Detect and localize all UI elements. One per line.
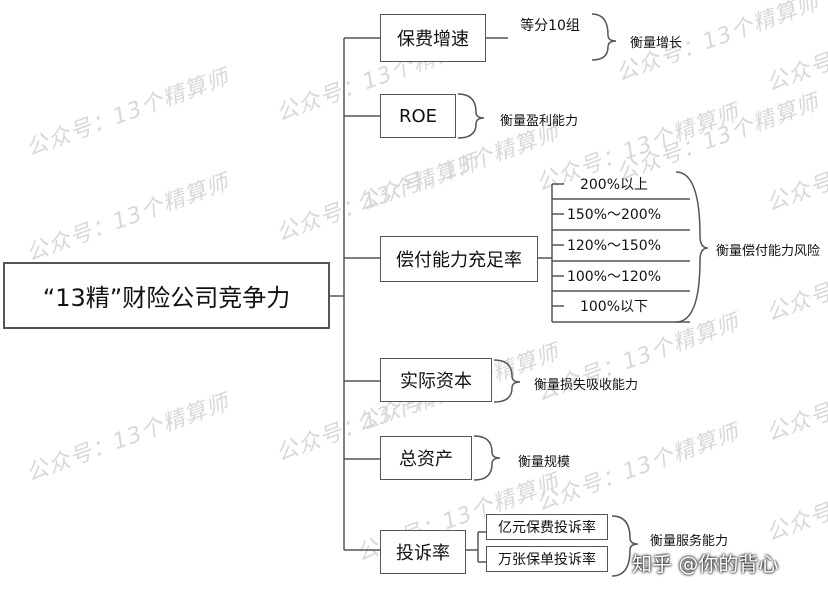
complaint-per-10k-policies: 万张保单投诉率 xyxy=(486,546,608,572)
roe-note: 衡量盈利能力 xyxy=(500,114,579,129)
solvency-note: 衡量偿付能力风险 xyxy=(716,244,821,259)
complaint-note: 衡量服务能力 xyxy=(650,534,729,549)
node-roe: ROE xyxy=(380,94,456,138)
premium-note: 衡量增长 xyxy=(630,36,683,51)
actual-capital-note: 衡量损失吸收能力 xyxy=(534,378,639,393)
complaint-per-billion-premium: 亿元保费投诉率 xyxy=(486,514,608,540)
total-assets-note: 衡量规模 xyxy=(518,455,571,470)
solvency-band-150-200: 150%～200% xyxy=(566,207,662,223)
complaint-brace xyxy=(611,515,639,577)
assets-brace xyxy=(473,435,501,481)
node-solvency-ratio: 偿付能力充足率 xyxy=(380,236,538,282)
premium-brace xyxy=(591,13,617,61)
solvency-brace xyxy=(675,171,709,323)
solvency-band-120-150: 120%～150% xyxy=(566,238,662,254)
source-credit: 知乎 @你的背心 xyxy=(632,552,779,576)
premium-sub-label: 等分10组 xyxy=(520,18,580,34)
roe-brace xyxy=(457,93,485,139)
node-total-assets: 总资产 xyxy=(380,436,472,480)
solvency-band-100-120: 100%～120% xyxy=(566,269,662,285)
node-premium-growth: 保费增速 xyxy=(380,14,486,62)
solvency-band-200-plus: 200%以上 xyxy=(579,177,649,193)
node-actual-capital: 实际资本 xyxy=(380,358,492,402)
root-node: “13精”财险公司竞争力 xyxy=(3,262,330,329)
solvency-band-below-100: 100%以下 xyxy=(579,299,649,315)
capital-brace xyxy=(493,359,521,403)
node-complaint-rate: 投诉率 xyxy=(380,530,466,574)
